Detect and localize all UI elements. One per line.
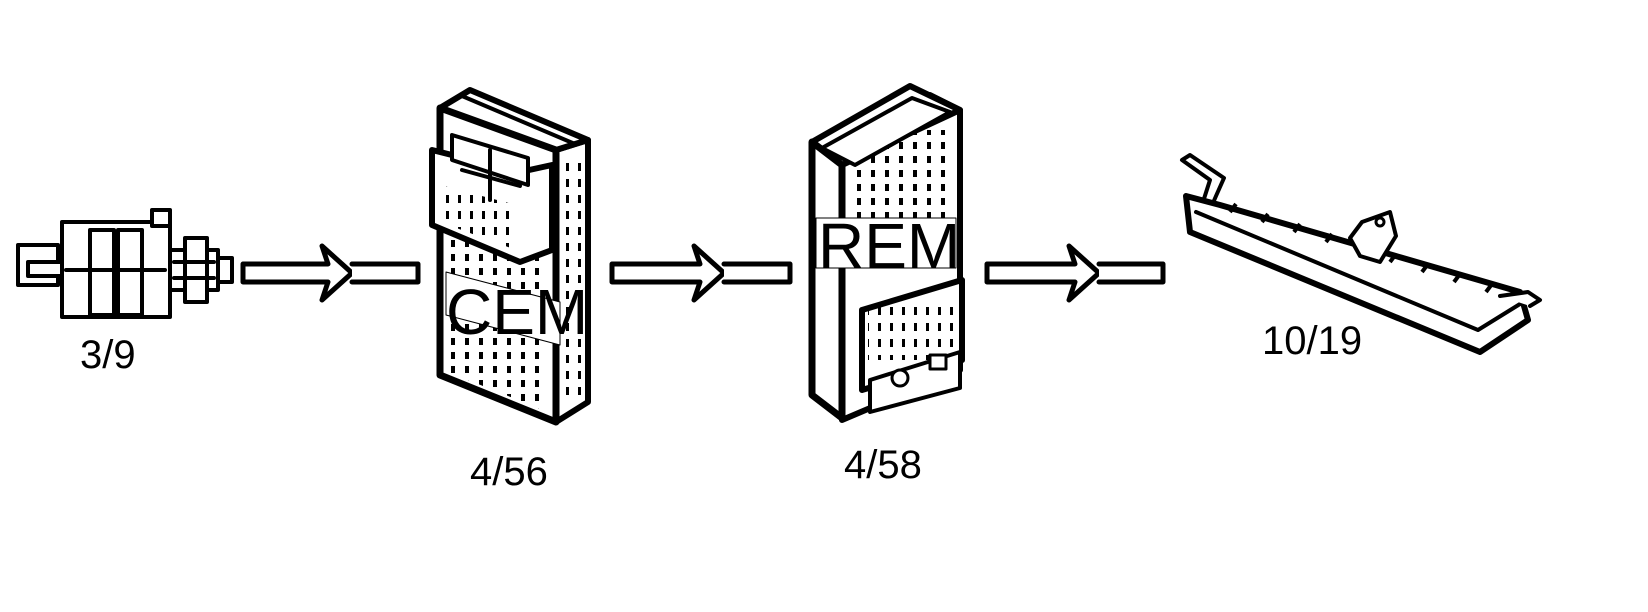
brake-light-icon (1180, 153, 1542, 355)
switch-label: 3/9 (80, 333, 136, 377)
rem-label: 4/58 (844, 443, 922, 487)
arrow-rem-to-light (984, 243, 1166, 303)
module-box-icon-cem (429, 87, 591, 426)
light-label: 10/19 (1262, 319, 1362, 363)
switch-connector-icon (16, 208, 234, 319)
module-box-icon-rem (808, 83, 965, 423)
cem-label: 4/56 (470, 450, 548, 494)
arrow-switch-to-cem (240, 243, 421, 303)
arrow-cem-to-rem (609, 243, 793, 303)
cem-module-text: CEM (446, 276, 588, 348)
rem-module-text: REM (818, 210, 960, 282)
